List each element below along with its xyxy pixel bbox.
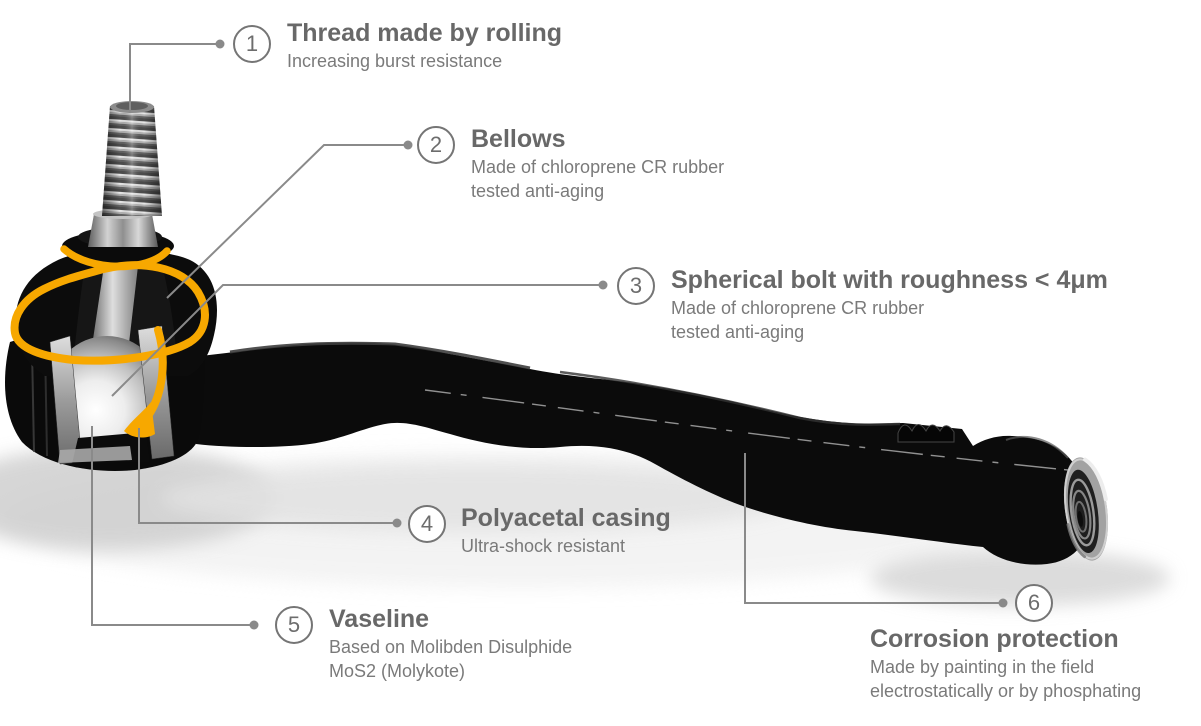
orange-highlight [10,245,209,438]
callout-title: Polyacetal casing [461,504,671,532]
leader-6 [744,453,1001,604]
rod-scratch-highlight [424,389,1069,471]
callout-4-text: Polyacetal casing Ultra-shock resistant [461,504,671,558]
callout-subtitle: tested anti-aging [671,322,805,342]
callout-5-text: Vaseline Based on Molibden Disulphide Mo… [329,605,572,683]
callout-badge-2: 2 [417,126,455,164]
callout-number: 4 [420,511,434,536]
leader-5 [91,426,252,626]
callout-number: 2 [429,132,443,157]
callout-title: Spherical bolt with roughness < 4μm [671,266,1108,294]
callout-number: 6 [1027,590,1041,615]
ball-stud-shaft [92,266,138,352]
bellows-loop [10,261,209,365]
callout-badge-6: 6 [1015,584,1053,622]
callout-6-text: Corrosion protection Made by painting in… [870,625,1141,703]
callout-subtitle: tested anti-aging [471,181,605,201]
callout-subtitle: Based on Molibden Disulphide [329,637,573,657]
callout-subtitle: Increasing burst resistance [287,51,503,71]
callout-subtitle: MoS2 (Molykote) [329,661,466,681]
callout-badge-3: 3 [617,267,655,305]
callout-subtitle: Ultra-shock resistant [461,536,626,556]
swoosh-hook [124,402,155,438]
callout-subtitle: electrostatically or by phosphating [870,681,1142,701]
callout-title: Thread made by rolling [287,19,563,47]
leader-lines [91,43,1001,626]
callout-subtitle: Made of chloroprene CR rubber [671,298,925,318]
leader-dots [215,39,1008,630]
socket-end [1063,457,1109,561]
callout-badge-5: 5 [275,606,313,644]
callout-2-text: Bellows Made of chloroprene CR rubber te… [471,125,724,203]
leader-4 [138,428,395,524]
callout-subtitle: Made by painting in the field [870,657,1095,677]
leader-3 [111,284,602,397]
callout-subtitle: Made of chloroprene CR rubber [471,157,725,177]
casing-rim [58,446,132,463]
callout-number: 3 [629,273,643,298]
callout-badge-1: 1 [233,25,271,63]
callout-title: Vaseline [329,605,430,633]
callout-1-text: Thread made by rolling Increasing burst … [287,19,562,73]
callout-number: 5 [287,612,301,637]
callout-badge-4: 4 [408,505,446,543]
callout-title: Corrosion protection [870,625,1119,653]
callout-3-text: Spherical bolt with roughness < 4μm Made… [671,266,1108,344]
stud-nut [88,214,158,247]
leader-2 [166,144,407,299]
threaded-stud [62,101,174,261]
rod-shaft [178,341,1090,565]
leader-1 [129,43,219,113]
rod-ridges [897,424,955,443]
callout-number: 1 [245,31,259,56]
callout-title: Bellows [471,125,566,153]
